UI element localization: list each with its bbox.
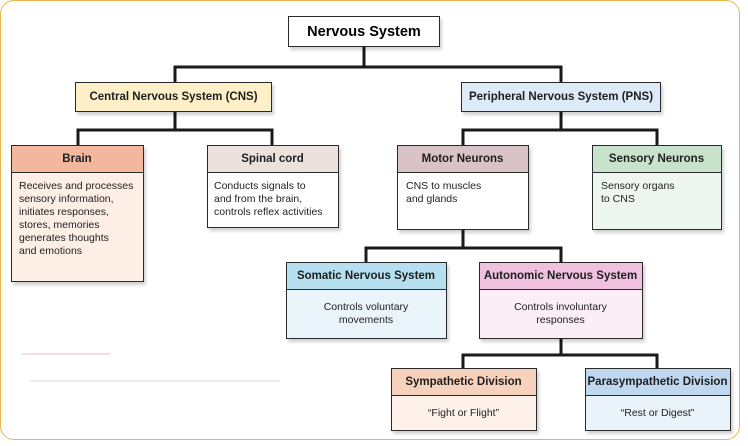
- motor-neurons-description: CNS to muscles and glands: [406, 180, 481, 206]
- brain-line: generates thoughts: [19, 232, 109, 244]
- somatic-line: movements: [338, 314, 394, 326]
- connector-pns: [461, 110, 659, 147]
- autonomic-line: Controls involuntary: [514, 301, 607, 313]
- brain-line: initiates responses,: [19, 206, 109, 218]
- brain-description: Receives and processes sensory informati…: [19, 180, 133, 258]
- somatic-box: Somatic Nervous System Controls voluntar…: [285, 261, 447, 339]
- brain-line: sensory information,: [19, 193, 114, 205]
- diagram-title: Nervous System: [288, 16, 440, 47]
- spinal-cord-header: Spinal cord: [206, 144, 339, 173]
- faint-mark: [22, 353, 110, 355]
- sensory-neurons-header: Sensory Neurons: [591, 144, 722, 173]
- spinal-cord-description: Conducts signals to and from the brain, …: [214, 180, 323, 219]
- motor-neurons-box: Motor Neurons CNS to muscles and glands: [396, 144, 529, 230]
- motor-neurons-line: and glands: [406, 193, 458, 205]
- spinal-cord-line: and from the brain,: [214, 193, 303, 205]
- somatic-description: Controls voluntary movements: [287, 301, 445, 327]
- brain-line: and emotions: [19, 245, 83, 257]
- motor-neurons-line: CNS to muscles: [406, 180, 482, 192]
- connector-autonomic: [461, 337, 659, 370]
- parasympathetic-quote: “Rest or Digest”: [620, 407, 695, 419]
- brain-line: Receives and processes: [19, 180, 134, 192]
- motor-neurons-header: Motor Neurons: [396, 144, 529, 173]
- connector-motor: [364, 228, 563, 264]
- brain-box: Brain Receives and processes sensory inf…: [10, 144, 144, 282]
- brain-line: stores, memories: [19, 219, 100, 231]
- parasympathetic-box: Parasympathetic Division “Rest or Digest…: [584, 367, 731, 431]
- autonomic-box: Autonomic Nervous System Controls involu…: [478, 261, 643, 339]
- pns-box: Peripheral Nervous System (PNS): [461, 82, 661, 112]
- sensory-neurons-line: to CNS: [601, 193, 635, 205]
- spinal-cord-line: Conducts signals to: [214, 180, 306, 192]
- sympathetic-quote: “Fight or Flight”: [427, 407, 500, 419]
- sensory-neurons-line: Sensory organs: [601, 180, 675, 192]
- spinal-cord-box: Spinal cord Conducts signals to and from…: [206, 144, 339, 228]
- autonomic-line: responses: [536, 314, 585, 326]
- sensory-neurons-box: Sensory Neurons Sensory organs to CNS: [591, 144, 722, 230]
- outer-frame: [0, 0, 740, 440]
- autonomic-description: Controls involuntary responses: [480, 301, 641, 327]
- autonomic-header: Autonomic Nervous System: [478, 261, 643, 290]
- sympathetic-header: Sympathetic Division: [390, 367, 537, 396]
- somatic-line: Controls voluntary: [323, 301, 409, 313]
- connector-cns: [76, 110, 274, 147]
- somatic-header: Somatic Nervous System: [285, 261, 447, 290]
- connector-root: [173, 45, 563, 84]
- parasympathetic-header: Parasympathetic Division: [584, 367, 731, 396]
- sympathetic-box: Sympathetic Division “Fight or Flight”: [390, 367, 537, 431]
- cns-box: Central Nervous System (CNS): [75, 82, 272, 112]
- sensory-neurons-description: Sensory organs to CNS: [601, 180, 675, 206]
- faint-mark: [30, 380, 280, 382]
- brain-header: Brain: [10, 144, 144, 173]
- spinal-cord-line: controls reflex activities: [214, 206, 323, 218]
